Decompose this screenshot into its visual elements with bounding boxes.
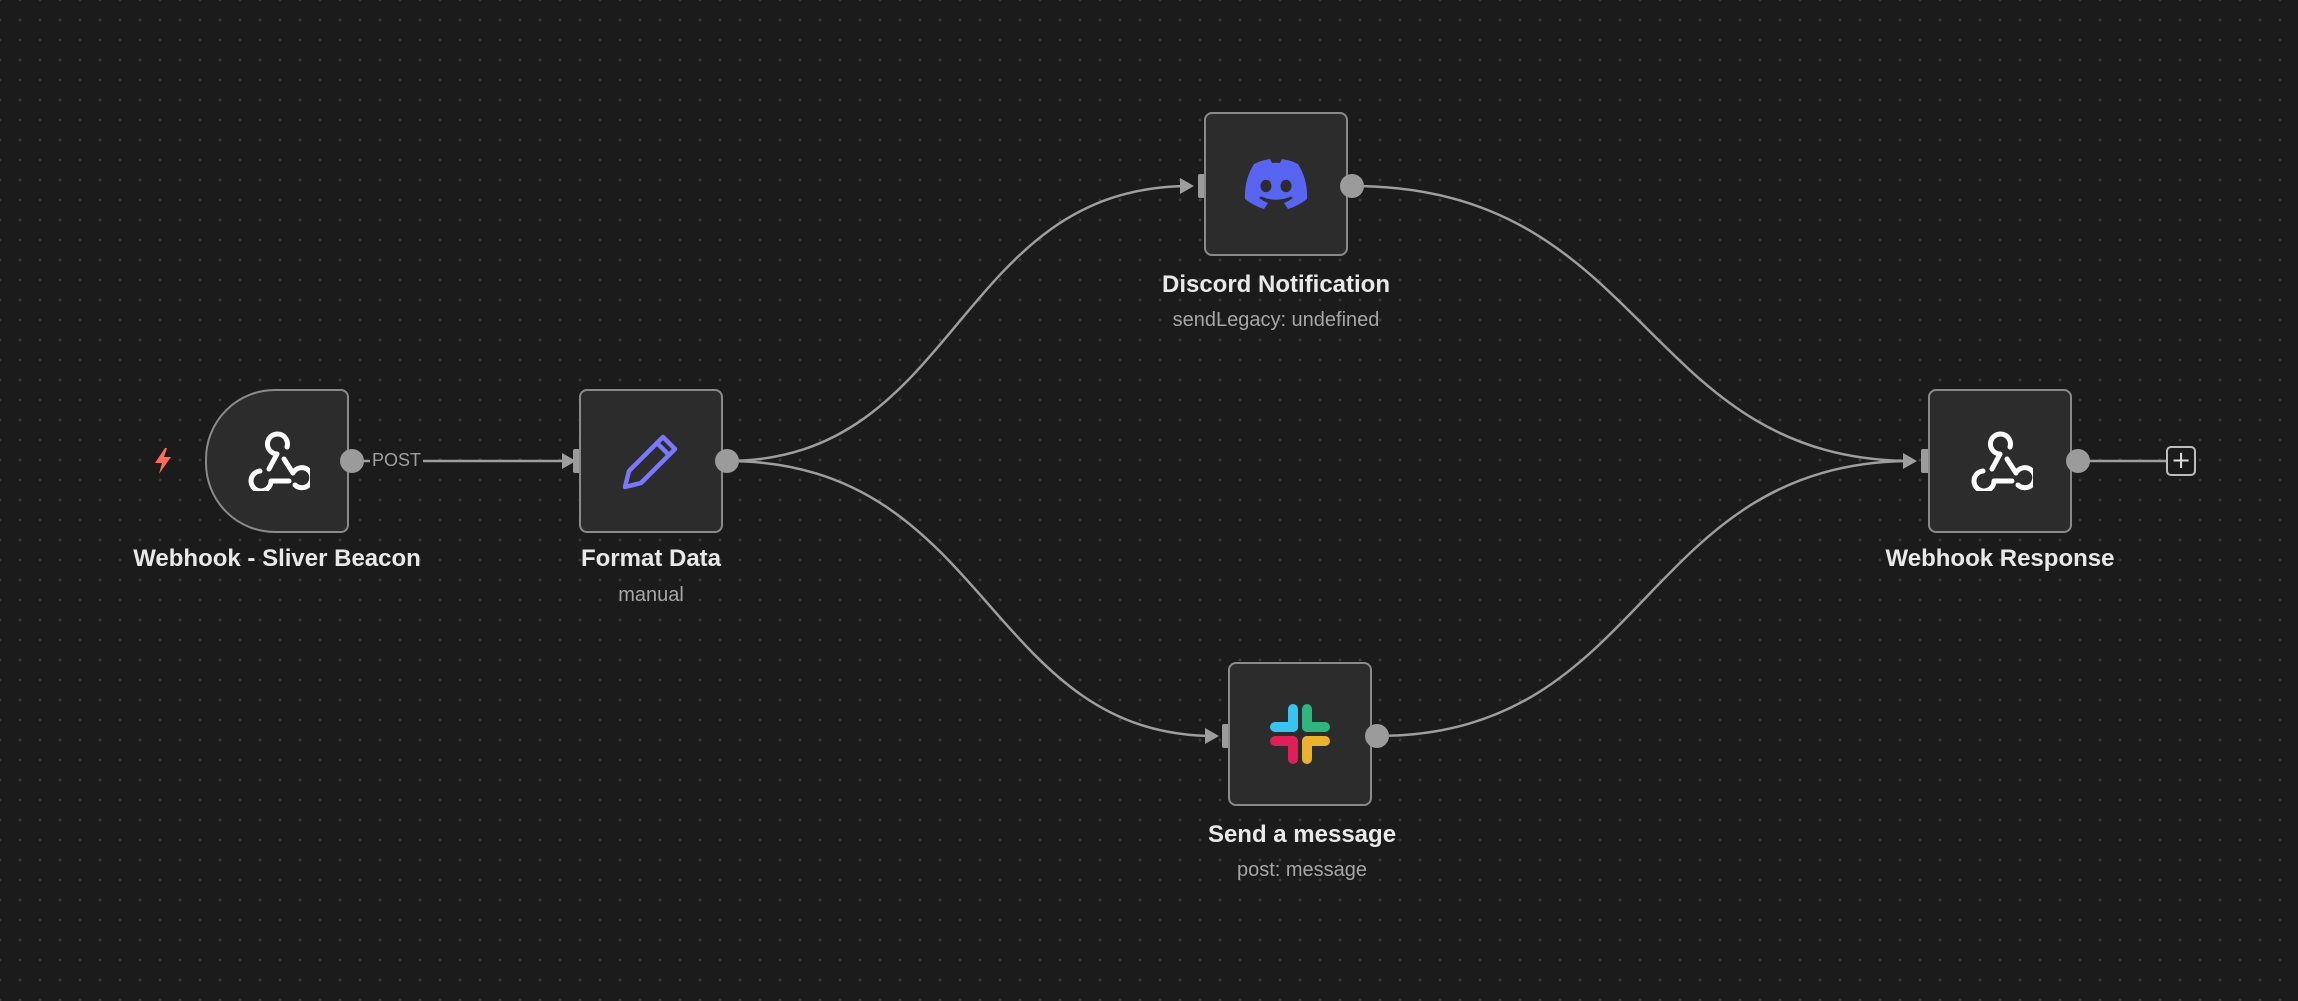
slack-input-handle[interactable] [1222, 724, 1232, 748]
slack-icon [1268, 702, 1332, 766]
arrow-response-input [1903, 453, 1917, 469]
node-title-webhook-trigger: Webhook - Sliver Beacon [133, 545, 421, 572]
arrow-slack-input [1205, 728, 1219, 744]
arrow-format-input [562, 453, 576, 469]
pencil-icon [619, 429, 683, 493]
node-webhook-response[interactable] [1928, 389, 2072, 533]
node-send-a-message[interactable] [1228, 662, 1372, 806]
webhook-icon [1967, 431, 2033, 491]
edge-label-post: POST [370, 450, 424, 471]
connection-discord-to-response[interactable] [1351, 184, 1914, 463]
node-subtitle-slack: post: message [1236, 859, 1368, 881]
discord-output-handle[interactable] [1340, 174, 1364, 198]
node-title-webhook-response: Webhook Response [1885, 545, 2115, 572]
node-subtitle-format-data: manual [618, 584, 684, 606]
node-webhook-trigger[interactable] [205, 389, 349, 533]
connection-format-to-slack[interactable] [726, 459, 1216, 738]
format-input-handle[interactable] [573, 449, 583, 473]
discord-icon [1244, 159, 1308, 209]
discord-input-handle[interactable] [1198, 174, 1208, 198]
node-subtitle-discord: sendLegacy: undefined [1172, 309, 1380, 331]
node-title-format-data: Format Data [580, 545, 722, 572]
response-input-handle[interactable] [1921, 449, 1931, 473]
add-node-button[interactable]: + [2166, 446, 2196, 476]
node-format-data[interactable] [579, 389, 723, 533]
connection-slack-to-response[interactable] [1376, 459, 1914, 738]
trigger-output-handle[interactable] [340, 449, 364, 473]
response-output-handle[interactable] [2066, 449, 2090, 473]
webhook-icon [244, 431, 310, 491]
slack-output-handle[interactable] [1365, 724, 1389, 748]
connection-format-to-discord[interactable] [726, 184, 1191, 463]
format-output-handle[interactable] [715, 449, 739, 473]
node-discord-notification[interactable] [1204, 112, 1348, 256]
node-title-discord: Discord Notification [1161, 271, 1390, 298]
node-title-slack: Send a message [1207, 821, 1397, 848]
lightning-bolt-icon [152, 447, 174, 480]
arrow-discord-input [1180, 178, 1194, 194]
